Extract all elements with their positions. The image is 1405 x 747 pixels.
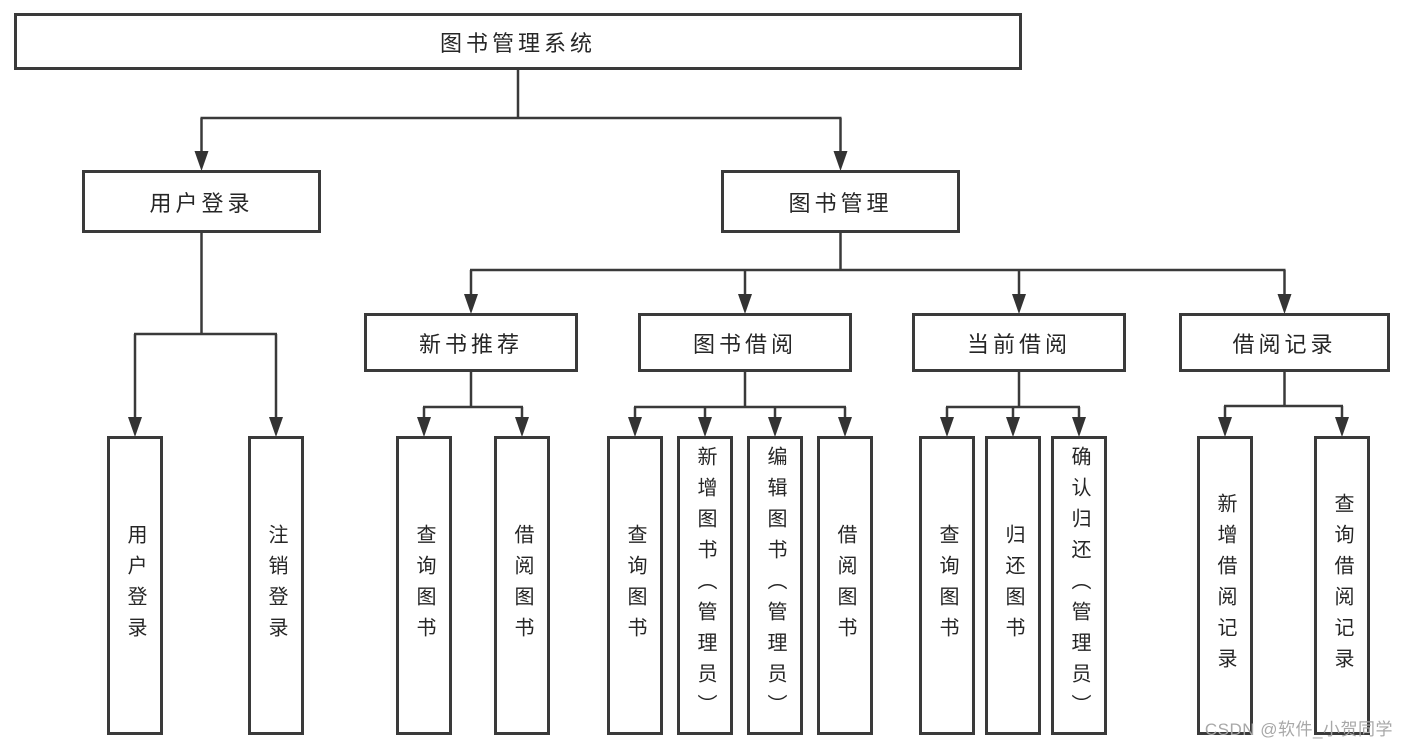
node-leaf-br-query: 查询借阅记录 xyxy=(1314,436,1370,735)
node-leaf-bb-add: 新增图书（管理员） xyxy=(677,436,733,735)
node-curr-borrow: 当前借阅 xyxy=(912,313,1126,372)
node-leaf-br-add: 新增借阅记录 xyxy=(1197,436,1253,735)
arrowhead xyxy=(194,151,209,171)
node-book-mgmt: 图书管理 xyxy=(721,170,960,233)
node-new-rec: 新书推荐 xyxy=(364,313,578,372)
arrowhead xyxy=(464,294,478,314)
node-leaf-nr-borrow: 借阅图书 xyxy=(494,436,550,735)
arrowhead xyxy=(628,417,642,437)
arrowhead xyxy=(940,417,954,437)
node-book-borrow: 图书借阅 xyxy=(638,313,852,372)
node-root: 图书管理系统 xyxy=(14,13,1022,70)
arrowhead xyxy=(838,417,852,437)
node-leaf-bb-query: 查询图书 xyxy=(607,436,663,735)
arrowhead xyxy=(128,417,142,437)
arrowhead xyxy=(768,417,782,437)
arrowhead xyxy=(1218,417,1232,437)
arrowhead xyxy=(269,417,283,437)
node-leaf-login: 用户登录 xyxy=(107,436,163,735)
arrowhead xyxy=(515,417,529,437)
node-leaf-cb-return: 归还图书 xyxy=(985,436,1041,735)
arrowhead xyxy=(738,294,752,314)
arrowhead xyxy=(1072,417,1086,437)
node-leaf-bb-edit: 编辑图书（管理员） xyxy=(747,436,803,735)
arrowhead xyxy=(1006,417,1020,437)
arrowhead xyxy=(833,151,848,171)
arrowhead xyxy=(1335,417,1349,437)
arrowhead xyxy=(417,417,431,437)
arrowhead xyxy=(1012,294,1026,314)
node-borrow-rec: 借阅记录 xyxy=(1179,313,1390,372)
arrowhead xyxy=(1277,294,1292,314)
node-leaf-nr-query: 查询图书 xyxy=(396,436,452,735)
node-leaf-bb-borrow: 借阅图书 xyxy=(817,436,873,735)
node-leaf-logout: 注销登录 xyxy=(248,436,304,735)
node-user-login: 用户登录 xyxy=(82,170,321,233)
watermark: CSDN @软件_小贺同学 xyxy=(1204,720,1393,739)
node-leaf-cb-confirm: 确认归还（管理员） xyxy=(1051,436,1107,735)
arrowhead xyxy=(698,417,712,437)
node-leaf-cb-query: 查询图书 xyxy=(919,436,975,735)
